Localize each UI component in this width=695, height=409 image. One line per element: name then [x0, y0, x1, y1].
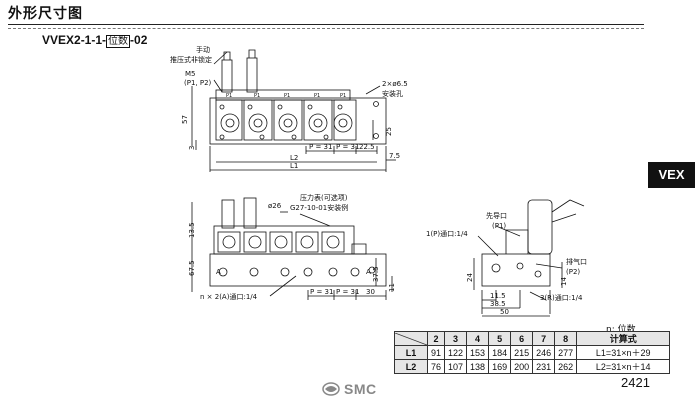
table-cell: 169 [488, 359, 512, 374]
table-cell: 246 [532, 345, 556, 360]
smc-logo-icon [322, 382, 340, 396]
dim-front-p31-a: P = 31 [310, 288, 333, 296]
callout-manual: 手动 [196, 45, 210, 54]
port-label-a-left: A [216, 268, 221, 276]
p1-label-1: P1 [226, 93, 232, 99]
table-cell: 231 [532, 359, 556, 374]
formula-cell: L2=31×n＋14 [576, 359, 671, 374]
row-label: L1 [394, 345, 428, 360]
side-tab-vex: VEX [648, 162, 695, 188]
dim-115: 11.5 [490, 292, 506, 300]
dim-375: 37.5 [372, 266, 380, 282]
dim-25: 25 [385, 127, 393, 136]
table-cell: 277 [554, 345, 578, 360]
callout-exhaust: 排气口 [566, 257, 587, 266]
col-header: 3 [444, 331, 468, 346]
dim-24: 24 [466, 273, 474, 282]
callout-mount-holes-desc: 安装孔 [382, 89, 403, 98]
callout-pilot-port: (P1) [492, 222, 506, 230]
formula-cell: L1=31×n＋29 [576, 345, 671, 360]
logo-text: SMC [344, 381, 377, 397]
smc-logo: SMC [322, 381, 377, 397]
table-cell: 91 [426, 345, 446, 360]
side-view-manifold [473, 199, 585, 317]
dim-d26: ø26 [268, 202, 282, 210]
table-row: L2 76 107 138 169 200 231 262 L2=31×n＋14 [394, 359, 671, 374]
table-cell: 76 [426, 359, 446, 374]
dimension-table: 2 3 4 5 6 7 8 计算式 L1 91 122 153 184 215 … [394, 331, 671, 374]
dim-30: 30 [366, 288, 375, 296]
callout-gauge: 压力表(可选项) [300, 193, 348, 202]
table-cell: 122 [444, 345, 468, 360]
model-stations-box: 位数 [106, 35, 131, 48]
model-number: VVEX2-1-1-位数-02 [42, 32, 148, 48]
dim-50: 50 [500, 308, 509, 316]
table-cell: 153 [466, 345, 490, 360]
heading-rule [8, 24, 644, 25]
table-cell: 138 [466, 359, 490, 374]
unit-note: n: 位数 [606, 325, 636, 335]
col-header: 7 [532, 331, 556, 346]
callout-m5: M5 [185, 70, 196, 78]
table-row: L1 91 122 153 184 215 246 277 L1=31×n＋29 [394, 345, 671, 360]
col-header: 6 [510, 331, 534, 346]
p1-label-3: P1 [284, 93, 290, 99]
callout-a-port: n × 2(A)通口:1/4 [200, 292, 258, 301]
page-heading: 外形尺寸图 [8, 6, 83, 22]
dim-l1: L1 [290, 162, 298, 170]
front-view-manifold [191, 197, 393, 300]
table-cell: 200 [510, 359, 534, 374]
col-header: 5 [488, 331, 512, 346]
table-corner [394, 331, 428, 346]
dim-l2: L2 [290, 154, 298, 162]
dim-75: 7.5 [389, 152, 400, 160]
dim-11: 11 [388, 283, 396, 292]
heading-dashed-rule [8, 28, 644, 29]
dim-57: 57 [181, 115, 189, 124]
p1-label-2: P1 [254, 93, 260, 99]
callout-p-port: 1(P)通口:1/4 [426, 229, 468, 238]
table-cell: 184 [488, 345, 512, 360]
col-header: 2 [426, 331, 446, 346]
dim-135: 13.5 [188, 222, 196, 238]
port-label-a-right: A [366, 268, 371, 276]
callout-pilot: 先导口 [486, 211, 507, 220]
callout-mount-holes: 2×ø6.5 [382, 80, 408, 88]
page-number: 2421 [621, 375, 650, 390]
p1-label-4: P1 [314, 93, 320, 99]
model-prefix: VVEX2-1-1- [42, 33, 107, 47]
callout-gauge-example: G27-10-01安装例 [290, 203, 348, 212]
model-suffix: -02 [130, 33, 148, 47]
dim-385: 38.5 [490, 300, 506, 308]
callout-m5-ports: (P1, P2) [184, 79, 212, 87]
table-cell: 107 [444, 359, 468, 374]
dim-top-p31-b: P = 31 [336, 143, 359, 151]
row-label: L2 [394, 359, 428, 374]
col-header: 8 [554, 331, 578, 346]
callout-exhaust-port: (P2) [566, 268, 580, 276]
col-header: 4 [466, 331, 490, 346]
dim-top-p31-a: P = 31 [309, 143, 332, 151]
table-cell: 262 [554, 359, 578, 374]
dim-14: 14 [560, 277, 568, 286]
p1-label-5: P1 [340, 93, 346, 99]
callout-manual-desc: 推压式非锁定 [170, 55, 212, 64]
table-cell: 215 [510, 345, 534, 360]
dim-front-p31-b: P = 31 [336, 288, 359, 296]
callout-r-port: 3(R)通口:1/4 [540, 293, 583, 302]
table-header-row: 2 3 4 5 6 7 8 计算式 [394, 331, 671, 346]
dim-225: 22.5 [359, 143, 375, 151]
formula-header: 计算式 [576, 331, 671, 346]
dim-675: 67.5 [188, 260, 196, 276]
dim-3: 3 [188, 146, 196, 150]
top-view-manifold [191, 49, 396, 172]
